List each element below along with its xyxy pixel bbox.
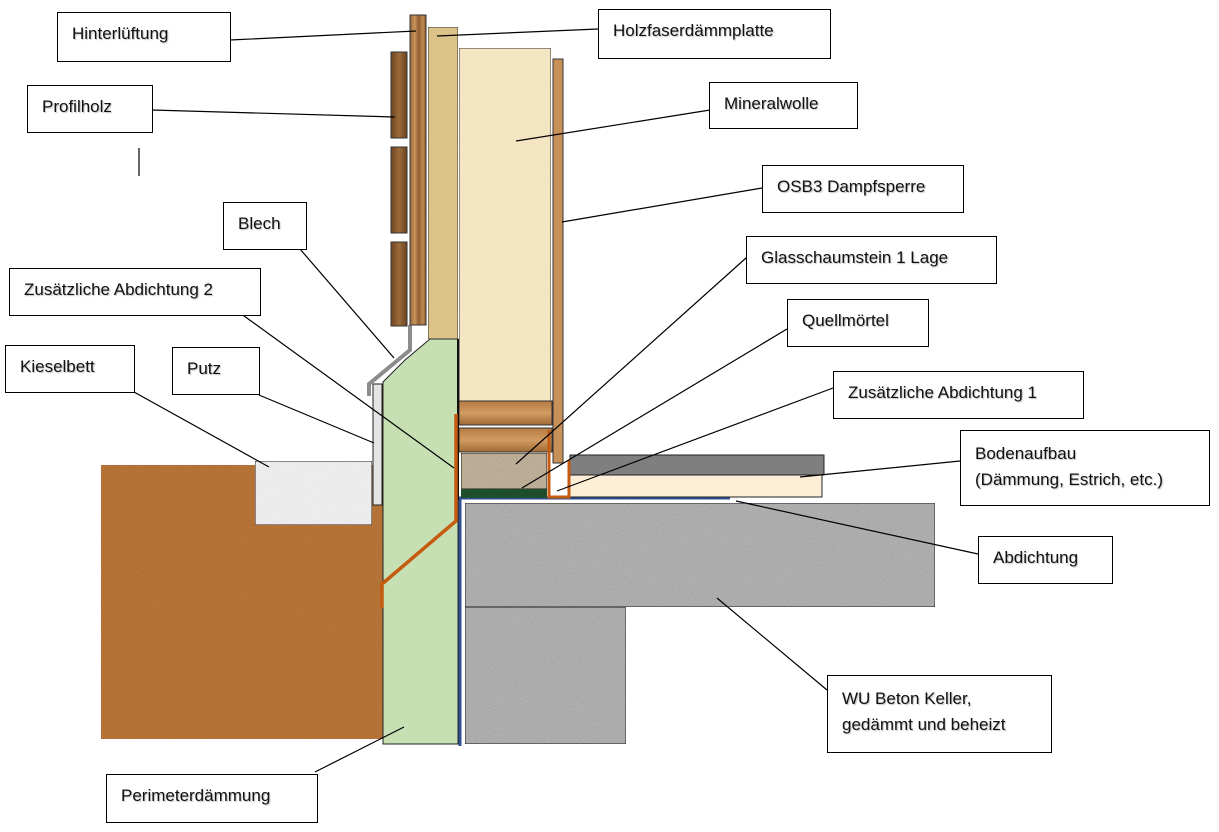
plaster — [372, 383, 383, 506]
label-abdichtung: Abdichtung — [978, 536, 1113, 584]
profile-wood-3 — [390, 241, 408, 327]
label-zusaetzliche-abdichtung-2: Zusätzliche Abdichtung 2 — [9, 268, 261, 316]
label-perimeterdaemmung: Perimeterdämmung — [106, 774, 318, 823]
label-putz: Putz — [172, 347, 260, 395]
swelling-mortar — [461, 489, 547, 498]
mineral-wool — [458, 47, 552, 402]
label-hinterlueftung: Hinterlüftung — [57, 12, 231, 62]
additional-waterproofing-1 — [547, 430, 571, 499]
waterproofing — [458, 496, 730, 746]
bottom-beam-2 — [458, 427, 553, 453]
label-bodenaufbau: Bodenaufbau(Dämmung, Estrich, etc.) — [960, 430, 1210, 506]
osb-board — [552, 58, 564, 464]
gravel-bed — [254, 460, 373, 526]
leader-lines — [133, 28, 979, 773]
profile-wood-2 — [390, 146, 408, 234]
perimeter-insulation — [382, 338, 459, 745]
label-glasschaumstein: Glasschaumstein 1 Lage — [746, 236, 997, 284]
concrete-floor-slab — [464, 502, 936, 608]
back-ventilation-batten — [409, 14, 427, 326]
label-quellmoertel: Quellmörtel — [787, 299, 929, 347]
profile-wood-1 — [390, 51, 408, 139]
label-holzfaserdaemmplatte: Holzfaserdämmplatte — [598, 9, 831, 59]
concrete-wall — [464, 606, 627, 745]
sheet-metal — [367, 325, 412, 396]
bottom-beam-1 — [458, 400, 553, 426]
additional-waterproofing-2 — [380, 414, 458, 608]
foam-glass-stone — [460, 452, 548, 490]
label-wu-beton-keller: WU Beton Keller,gedämmt und beheizt — [827, 675, 1052, 753]
label-blech: Blech — [223, 202, 307, 250]
wood-fiber-board — [427, 26, 459, 340]
label-kieselbett: Kieselbett — [5, 345, 135, 393]
label-mineralwolle: Mineralwolle — [709, 82, 858, 129]
label-osb3: OSB3 Dampfsperre — [762, 165, 964, 213]
label-zusaetzliche-abdichtung-1: Zusätzliche Abdichtung 1 — [833, 371, 1084, 419]
floor-insulation — [569, 474, 823, 498]
label-profilholz: Profilholz — [27, 85, 153, 133]
